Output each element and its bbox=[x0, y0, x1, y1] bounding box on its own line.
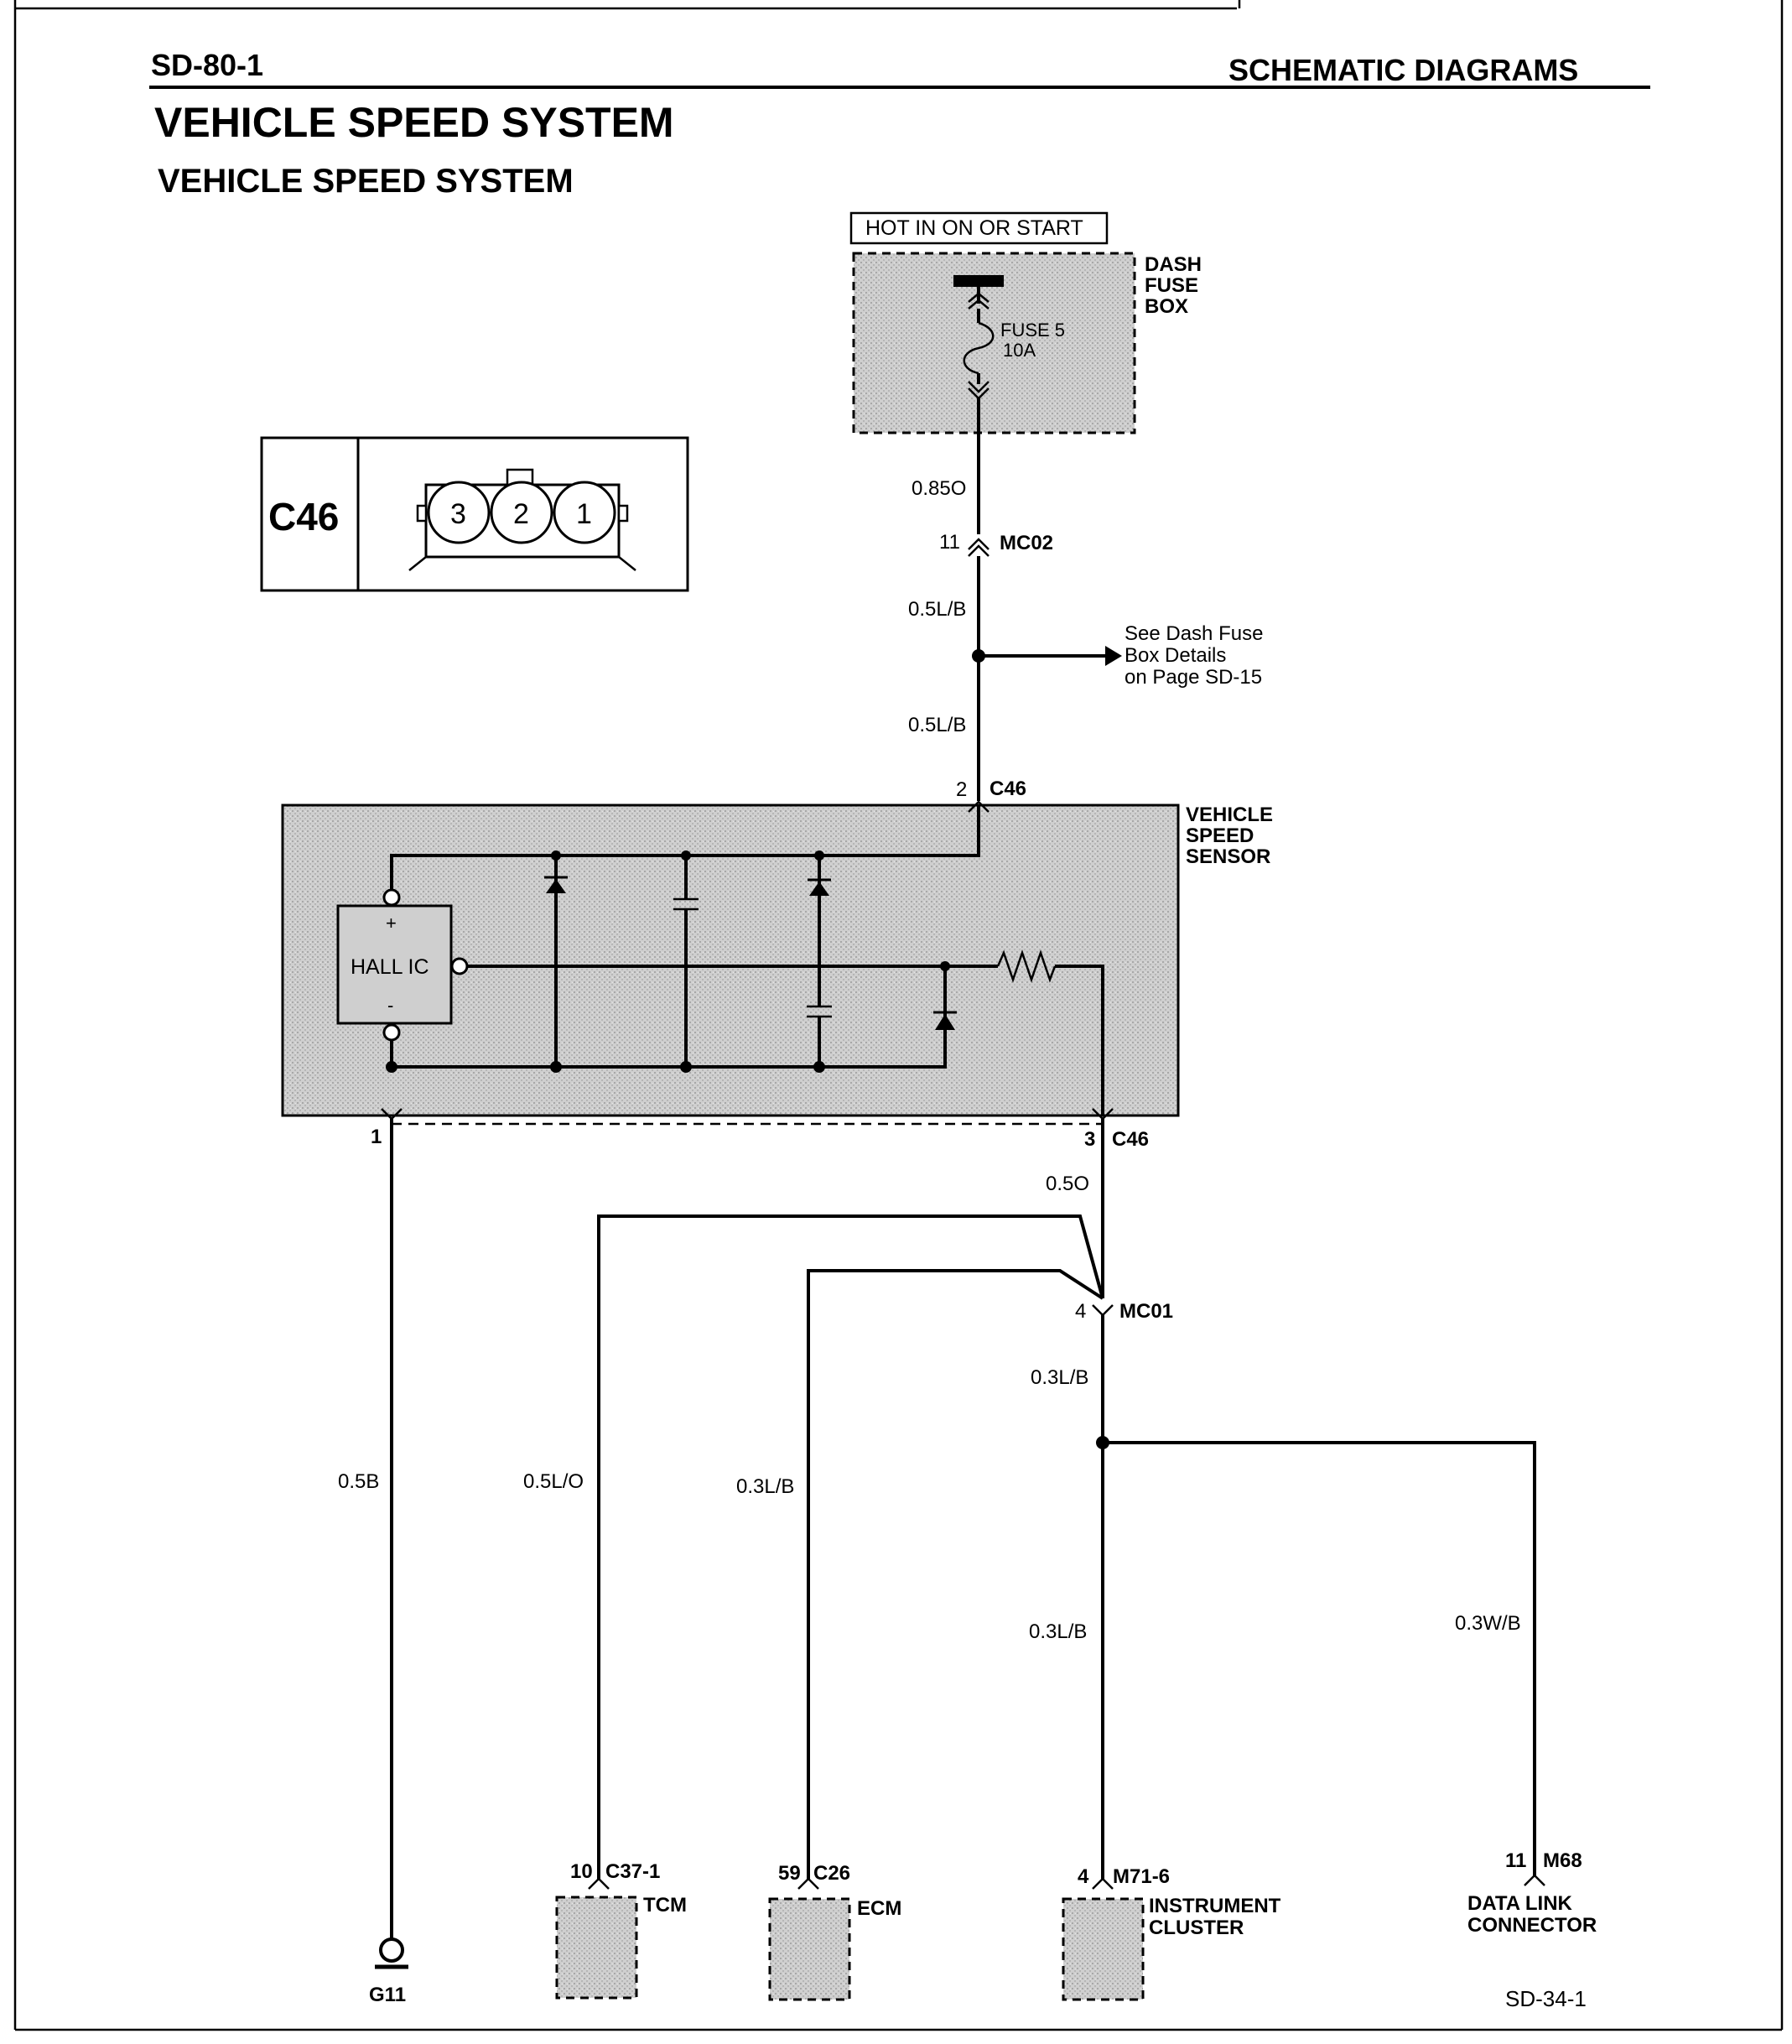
sensor-name-2: SPEED bbox=[1186, 824, 1254, 847]
hall-ic-plus: + bbox=[386, 913, 397, 934]
page-header: SD-80-1 SCHEMATIC DIAGRAMS VEHICLE SPEED… bbox=[149, 48, 1650, 200]
c46-top-label: C46 bbox=[989, 778, 1026, 800]
wire-label-085o: 0.85O bbox=[912, 477, 966, 500]
reference-line-3: on Page SD-15 bbox=[1125, 666, 1262, 689]
pin-2 bbox=[490, 481, 553, 544]
diode-3-icon bbox=[935, 1014, 955, 1030]
fuse-rating: 10A bbox=[1003, 340, 1036, 361]
connector-view-name: C46 bbox=[268, 495, 339, 538]
c46-top-pin: 2 bbox=[956, 778, 967, 801]
cluster-label-1: INSTRUMENT bbox=[1149, 1895, 1281, 1917]
instrument-cluster-module bbox=[1062, 1877, 1145, 2001]
wire-label-03lb-ecm: 0.3L/B bbox=[736, 1475, 794, 1498]
vehicle-speed-sensor: + HALL IC - bbox=[281, 800, 1180, 1126]
wire-label-05o: 0.5O bbox=[1046, 1173, 1089, 1195]
resistor-icon bbox=[996, 949, 1057, 983]
wire-label-05lo: 0.5L/O bbox=[523, 1470, 584, 1493]
ground-label: G11 bbox=[369, 1984, 406, 2006]
reference-splice bbox=[972, 646, 1122, 666]
c26-terminal bbox=[797, 1877, 819, 1890]
pin-2-label: 2 bbox=[513, 498, 529, 530]
hot-label-box bbox=[849, 211, 1109, 245]
page-title: VEHICLE SPEED SYSTEM bbox=[154, 99, 674, 146]
wire-label-05b: 0.5B bbox=[338, 1470, 379, 1493]
reference-line-1: See Dash Fuse bbox=[1125, 622, 1263, 645]
feed-wire bbox=[968, 433, 989, 801]
m68-label: M68 bbox=[1543, 1849, 1582, 1872]
ecm-box bbox=[768, 1897, 851, 2001]
cluster-label-2: CLUSTER bbox=[1149, 1917, 1244, 1939]
c46-pin2-terminal bbox=[968, 800, 989, 813]
c46-pin1: 1 bbox=[371, 1126, 382, 1148]
ground-g11: G11 bbox=[369, 1937, 408, 2006]
ecm-label: ECM bbox=[857, 1897, 901, 1920]
footer-ref: SD-34-1 bbox=[1505, 1986, 1587, 2011]
pin-1 bbox=[553, 481, 616, 544]
c26-label: C26 bbox=[813, 1862, 850, 1885]
pin-3-label: 3 bbox=[450, 498, 466, 530]
m68-terminal bbox=[1524, 1874, 1545, 1886]
fuse-terminal-top bbox=[968, 292, 989, 309]
m71-label: M71-6 bbox=[1113, 1865, 1170, 1888]
dash-fuse-box: HOT IN ON OR START DASH FUSE BOX FUSE 5 … bbox=[849, 211, 1202, 434]
hall-ic-minus: - bbox=[387, 995, 393, 1016]
fuse-box-label-1: DASH bbox=[1145, 253, 1202, 276]
hall-ic-label: HALL IC bbox=[351, 955, 429, 979]
sensor-name-1: VEHICLE bbox=[1186, 804, 1273, 826]
mc01-pin: 4 bbox=[1075, 1300, 1086, 1323]
c26-pin: 59 bbox=[778, 1862, 801, 1885]
ground-icon bbox=[379, 1937, 404, 1963]
page-id: SD-80-1 bbox=[151, 48, 263, 82]
c37-terminal bbox=[588, 1877, 610, 1890]
wire-label-05lb-a: 0.5L/B bbox=[908, 598, 966, 621]
fuse-name: FUSE 5 bbox=[1000, 320, 1065, 341]
hot-label: HOT IN ON OR START bbox=[865, 216, 1083, 240]
pin-3 bbox=[427, 481, 491, 544]
signal-harness bbox=[390, 1119, 1536, 1939]
m71-pin: 4 bbox=[1078, 1865, 1089, 1888]
c37-label: C37-1 bbox=[605, 1860, 660, 1883]
c46-connector-view: C46 3 2 1 bbox=[260, 436, 689, 592]
wire-label-03wb: 0.3W/B bbox=[1455, 1612, 1521, 1635]
reference-arrow bbox=[1105, 646, 1122, 666]
hall-ic-box bbox=[336, 904, 453, 1025]
c46-bottom-label: C46 bbox=[1112, 1128, 1149, 1151]
c37-pin: 10 bbox=[570, 1860, 593, 1883]
fuse-box-label-3: BOX bbox=[1145, 295, 1188, 318]
ecm-module bbox=[768, 1877, 851, 2001]
reference-line-2: Box Details bbox=[1125, 644, 1226, 667]
wire-label-05lb-b: 0.5L/B bbox=[908, 714, 966, 736]
mc02-pin: 11 bbox=[939, 531, 960, 554]
power-bus-bar bbox=[953, 275, 1004, 287]
m71-terminal bbox=[1092, 1877, 1114, 1890]
data-link-connector bbox=[1524, 1874, 1545, 1886]
mc01-label: MC01 bbox=[1119, 1300, 1173, 1323]
diode-1-icon bbox=[546, 879, 566, 893]
fuse-icon bbox=[963, 321, 995, 375]
sensor-name-3: SENSOR bbox=[1186, 845, 1270, 868]
section-title: SCHEMATIC DIAGRAMS bbox=[1228, 53, 1578, 87]
wire-label-03lb-ic: 0.3L/B bbox=[1029, 1620, 1087, 1643]
c46-pin3: 3 bbox=[1084, 1128, 1095, 1151]
dlc-label-2: CONNECTOR bbox=[1467, 1914, 1597, 1937]
wire-label-03lb-a: 0.3L/B bbox=[1031, 1366, 1088, 1389]
mc02-connector-icon bbox=[968, 538, 989, 557]
dlc-label-1: DATA LINK bbox=[1467, 1892, 1573, 1915]
m68-pin: 11 bbox=[1505, 1849, 1526, 1872]
mc01-connector-icon bbox=[1092, 1304, 1114, 1317]
diode-2-icon bbox=[809, 882, 829, 896]
pin-1-label: 1 bbox=[576, 498, 592, 530]
page-subtitle: VEHICLE SPEED SYSTEM bbox=[158, 163, 574, 200]
page-frame bbox=[13, 0, 1784, 2031]
tcm-box bbox=[555, 1896, 638, 2000]
mc02-label: MC02 bbox=[1000, 532, 1053, 554]
tcm-module bbox=[555, 1877, 638, 2000]
tcm-label: TCM bbox=[643, 1894, 687, 1917]
cluster-box bbox=[1062, 1897, 1145, 2001]
fuse-box-label-2: FUSE bbox=[1145, 274, 1198, 297]
